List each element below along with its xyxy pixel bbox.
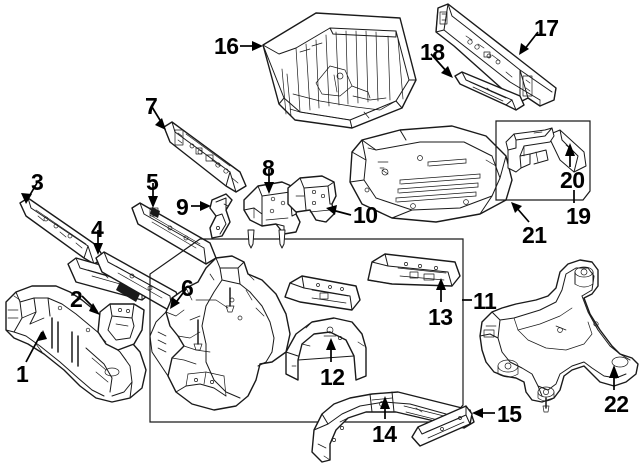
part-18-rear-bumper-support-rail	[454, 71, 525, 111]
leader-10	[326, 205, 352, 216]
leader-1	[25, 330, 47, 363]
callout-label-6[interactable]: 6	[181, 275, 194, 301]
leader-2	[81, 295, 100, 315]
part-13-rear-frame-rail-upper-panel	[367, 253, 461, 287]
leader-6	[170, 288, 187, 309]
callout-label-7[interactable]: 7	[145, 93, 158, 119]
part-11-rear-frame-rail-assembly	[149, 255, 291, 411]
part-17-rear-end-crossmember	[435, 3, 557, 107]
leader-12	[326, 338, 336, 362]
callout-label-10[interactable]: 10	[353, 202, 378, 228]
leader-lines	[21, 31, 619, 419]
leader-18	[430, 53, 453, 78]
leader-21	[511, 202, 530, 223]
callout-label-17[interactable]: 17	[534, 15, 559, 41]
leader-5	[148, 183, 158, 208]
leader-8	[264, 169, 274, 194]
leader-3	[21, 182, 38, 204]
part-21-rear-floor-pan	[349, 125, 513, 223]
callout-label-15[interactable]: 15	[497, 401, 522, 427]
mounting-studs	[247, 229, 286, 249]
part-3-left-floor-side-rail	[19, 197, 105, 265]
leader-4	[93, 230, 103, 255]
part-12-inner-wheelhouse-arch	[285, 317, 367, 381]
callout-label-2[interactable]: 2	[70, 286, 83, 312]
callout-label-19[interactable]: 19	[566, 203, 591, 229]
callout-label-4[interactable]: 4	[91, 216, 104, 242]
part-13-lower-rail	[284, 275, 361, 311]
callout-label-21[interactable]: 21	[522, 222, 547, 248]
leader-16	[240, 41, 263, 51]
leader-7	[151, 106, 166, 130]
part-7-rear-seat-crossmember	[163, 121, 247, 193]
callout-label-18[interactable]: 18	[420, 39, 445, 65]
part-2-rear-floor-side-reinforcement	[97, 303, 145, 351]
leader-13	[436, 278, 446, 302]
leader-17	[519, 31, 539, 55]
leader-14	[380, 396, 390, 419]
callout-label-13[interactable]: 13	[428, 304, 453, 330]
callout-label-20[interactable]: 20	[560, 167, 585, 193]
callout-label-12[interactable]: 12	[320, 364, 345, 390]
callout-label-11[interactable]: 11	[473, 288, 497, 314]
part-22-rear-suspension-subframe	[479, 259, 639, 413]
leader-22	[609, 365, 619, 390]
part-16-spare-tire-well-pan	[262, 12, 417, 129]
callout-label-16[interactable]: 16	[214, 33, 239, 59]
leader-9	[191, 201, 211, 211]
callout-label-22[interactable]: 22	[604, 391, 629, 417]
leader-15	[472, 408, 495, 418]
part-19-bracket-detail	[505, 127, 555, 173]
callout-label-1[interactable]: 1	[16, 361, 29, 387]
callout-label-3[interactable]: 3	[31, 169, 44, 195]
callout-label-9[interactable]: 9	[176, 194, 189, 220]
callout-label-8[interactable]: 8	[262, 155, 275, 181]
part-15-side-member-reinforcement-strip	[411, 405, 473, 447]
part-9-small-mounting-bracket	[209, 193, 233, 239]
leader-20	[565, 143, 575, 167]
part-5-center-floor-reinforcement	[131, 202, 217, 265]
callout-label-5[interactable]: 5	[146, 169, 159, 195]
callout-label-14[interactable]: 14	[372, 421, 397, 447]
